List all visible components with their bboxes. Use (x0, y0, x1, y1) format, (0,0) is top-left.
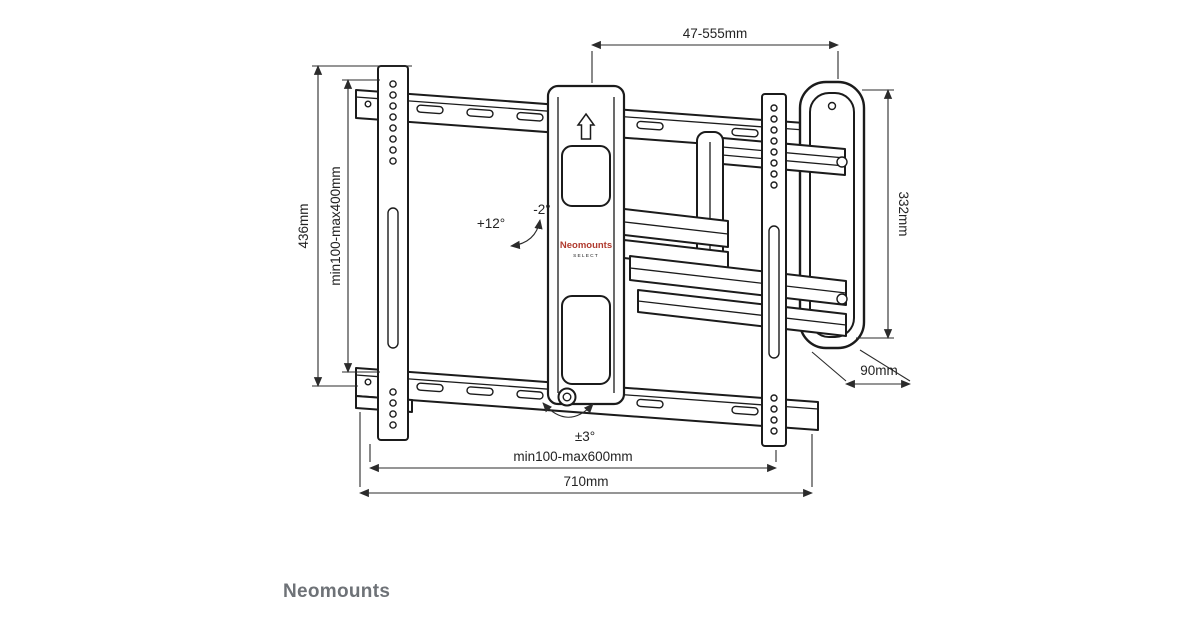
level-label: ±3° (575, 429, 595, 444)
dim-label-vesa-width: min100-max600mm (513, 449, 632, 464)
tilt-down-label: -2° (533, 202, 550, 217)
dim-label-vesa-height: min100-max400mm (328, 166, 343, 285)
dim-bracket-depth: 90mm (811, 349, 911, 389)
dim-extension-range: 47-555mm (591, 26, 839, 83)
dim-bracket-height: 332mm (856, 89, 911, 339)
level-arrow (542, 402, 594, 418)
up-arrow-icon (576, 112, 596, 140)
dim-label-bracket-depth: 90mm (860, 363, 898, 378)
tilt-arrow (510, 219, 543, 250)
wall-bracket (798, 80, 866, 350)
dim-vesa-width: min100-max600mm (369, 444, 777, 473)
wall-plate-series-label: SELECT (573, 253, 599, 259)
left-vesa-rail (377, 65, 409, 441)
tilt-annotation: +12° -2° (477, 202, 551, 250)
dim-label-total-height: 436mm (296, 203, 311, 248)
tilt-up-label: +12° (477, 216, 505, 231)
dim-total-height: 436mm (296, 65, 412, 387)
wall-plate-logo: Neomounts (560, 240, 612, 251)
level-annotation: ±3° (542, 402, 595, 444)
dim-label-total-width: 710mm (563, 474, 608, 489)
dim-total-width: 710mm (359, 412, 813, 498)
dim-label-bracket-height: 332mm (896, 191, 911, 236)
dim-label-extension-range: 47-555mm (683, 26, 748, 41)
wall-plate: Neomounts SELECT (546, 84, 626, 406)
brand-footer-label: Neomounts (283, 581, 390, 602)
right-vesa-rail (761, 93, 787, 447)
vesa-bolt (557, 387, 577, 407)
dim-vesa-height: min100-max400mm (328, 79, 380, 373)
